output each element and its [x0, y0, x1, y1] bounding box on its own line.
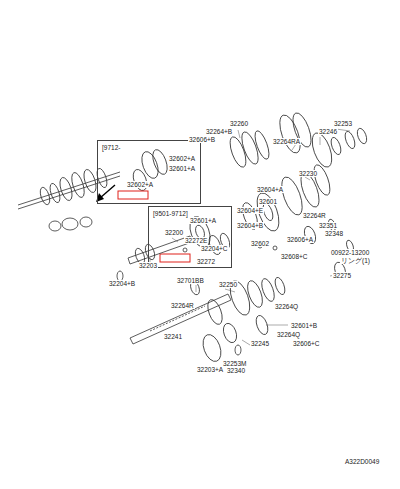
leader-lines: [150, 129, 350, 345]
callout-number: 32602: [250, 240, 270, 247]
callout-number: 32264R: [170, 302, 195, 309]
callout-number: 32264RA: [272, 138, 301, 145]
callout-number: 32351: [318, 222, 338, 229]
callout-number: 32608+C: [280, 253, 309, 260]
callout-number: 32241: [163, 333, 183, 340]
callout-number: 32253: [333, 120, 353, 127]
callout-number: 32604+B: [236, 222, 264, 229]
callout-number: 32245: [250, 340, 270, 347]
callout-number: 32264+B: [205, 128, 233, 135]
callout-number: 32340: [226, 367, 246, 374]
callout-number: 32601+A: [168, 165, 196, 172]
callout-number: 32203+A: [196, 366, 224, 373]
drawing-code: A322D0049: [344, 458, 380, 465]
callout-number: 32604+E: [236, 207, 264, 214]
main-shaft: [130, 276, 287, 364]
overview-gears: [38, 167, 108, 231]
callout-number: 32272: [196, 258, 216, 265]
overview-shaft: [18, 172, 120, 205]
callout-number: 32272E: [184, 237, 208, 244]
callout-number: 32606+A: [286, 236, 314, 243]
callout-number: 32604+A: [256, 186, 284, 193]
date-range: [9501-9712]: [152, 210, 189, 217]
callout-number: 32230: [298, 170, 318, 177]
callout-number: 32246: [318, 128, 338, 135]
callout-number: 00922-13200: [330, 249, 370, 256]
callout-number: 32264R: [302, 212, 327, 219]
callout-number: 32601+B: [290, 322, 318, 329]
callout-number: 32203: [138, 262, 158, 269]
callout-number: 32264Q: [276, 331, 301, 338]
callout-number: 32602+A: [126, 181, 154, 188]
highlight-mark: [118, 191, 148, 199]
callout-number: 32204+B: [108, 280, 136, 287]
inset-box: [9712- 32602+A 32601+A 32602+A: [97, 140, 201, 204]
callout-number: 32260: [229, 120, 249, 127]
callout-number: 32606+C: [292, 340, 321, 347]
callout-number: 32602+A: [168, 155, 196, 162]
callout-number: 32250: [218, 281, 238, 288]
callout-number: 32253M: [222, 360, 248, 367]
callout-number: 32275: [332, 272, 352, 279]
callout-number: 32606+B: [188, 136, 216, 143]
callout-number: 32264Q: [274, 303, 299, 310]
input-shaft: [117, 232, 231, 281]
upper-gear-row: [227, 111, 369, 170]
callout-number: リング(1): [340, 257, 371, 264]
pointer-arrow: [100, 185, 115, 198]
callout-number: 32200: [164, 229, 184, 236]
callout-number: 32601+A: [189, 217, 217, 224]
callout-number: 32601: [258, 198, 278, 205]
callout-number: 32348: [324, 230, 344, 237]
callout-number: 32701BB: [176, 277, 205, 284]
callout-number: 32204+C: [200, 245, 229, 252]
date-range: [9712-: [101, 144, 121, 151]
highlight-mark: [160, 254, 190, 262]
